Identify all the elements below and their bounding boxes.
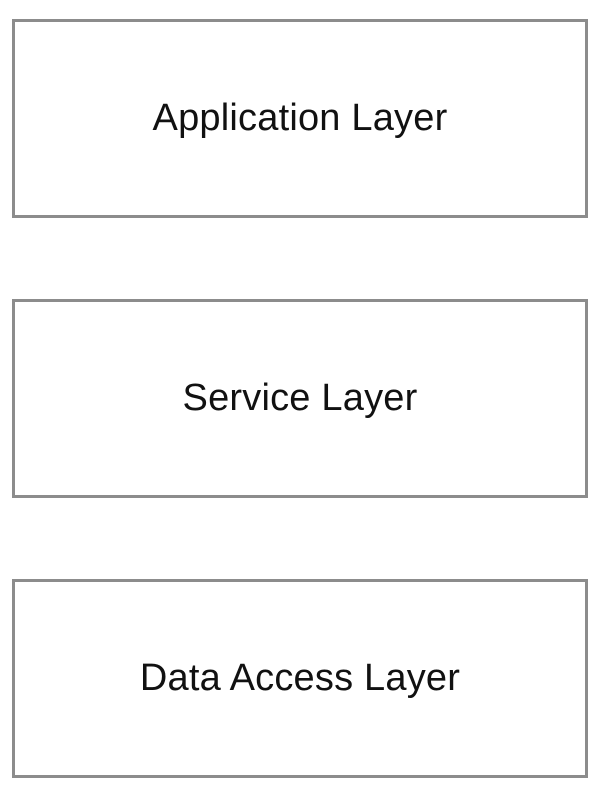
application-layer-label: Application Layer bbox=[152, 97, 448, 139]
data-access-layer-box: Data Access Layer bbox=[12, 579, 588, 778]
service-layer-label: Service Layer bbox=[182, 377, 418, 419]
service-layer-box: Service Layer bbox=[12, 299, 588, 498]
data-access-layer-label: Data Access Layer bbox=[139, 657, 461, 699]
application-layer-box: Application Layer bbox=[12, 19, 588, 218]
